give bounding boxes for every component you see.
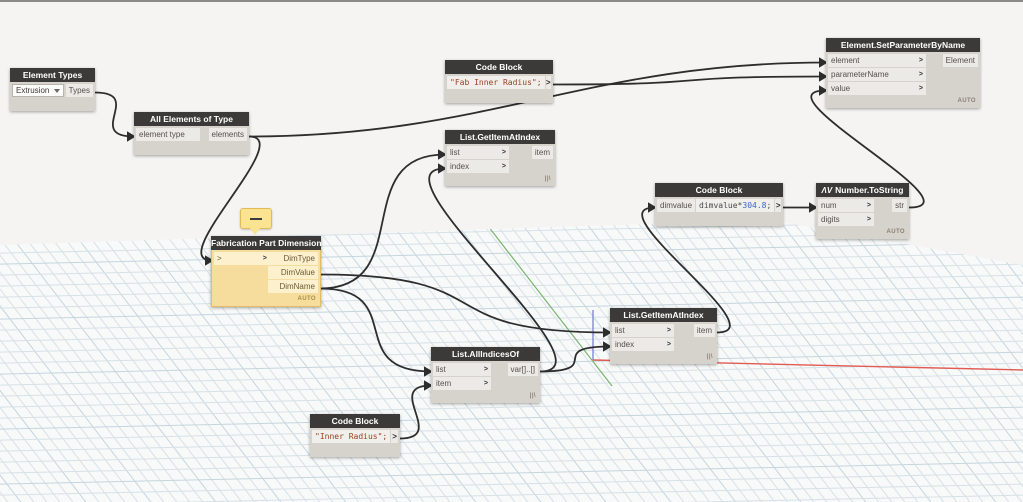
output-port[interactable]: > <box>545 76 551 89</box>
node-list-allindicesof[interactable]: List.AllIndicesOf list > var[]..[] item … <box>431 347 540 403</box>
wire[interactable] <box>200 135 261 266</box>
warning-bubble-tail <box>249 227 261 235</box>
input-port-num[interactable]: num > <box>818 199 874 212</box>
lacing-label[interactable]: AUTO <box>957 98 976 104</box>
warning-bubble[interactable] <box>240 208 272 229</box>
node-title: List.GetItemAtIndex <box>445 130 555 144</box>
node-title: Fabrication Part Dimensions <box>211 236 321 250</box>
code-block-text[interactable]: "Fab Inner Radius"; <box>447 76 545 89</box>
input-port-index[interactable]: index > <box>612 338 674 351</box>
lacing-label[interactable]: AUTO <box>297 296 316 302</box>
node-title: All Elements of Type <box>134 112 249 126</box>
input-port-parametername[interactable]: parameterName > <box>828 68 926 81</box>
port-chevron-icon: > <box>918 71 923 78</box>
node-title: Code Block <box>655 183 783 197</box>
node-title: Element Types <box>10 68 95 82</box>
input-port-list[interactable]: list > <box>433 363 491 376</box>
node-element-setparameterbyname[interactable]: Element.SetParameterByName element > Ele… <box>826 38 980 108</box>
output-port-dimtype[interactable]: DimType <box>269 252 318 265</box>
wire[interactable] <box>810 85 925 209</box>
lacing-icon[interactable]: ||\ <box>706 354 713 360</box>
output-port-element[interactable]: Element <box>942 54 978 67</box>
node-code-block-dimvalue[interactable]: Code Block dimvalue dimvalue*304.8; > <box>655 183 783 226</box>
port-chevron-icon: > <box>666 327 671 334</box>
wire[interactable] <box>94 91 136 142</box>
output-port-item[interactable]: item <box>693 324 715 337</box>
node-body-spacer <box>657 213 781 224</box>
input-port-list[interactable]: list > <box>447 146 509 159</box>
port-chevron-icon: > <box>866 216 871 223</box>
node-body-spacer <box>136 142 247 153</box>
output-port-types[interactable]: Types <box>65 84 93 97</box>
node-title: List.GetItemAtIndex <box>610 308 717 322</box>
lacing-icon[interactable]: ||\ <box>544 176 551 182</box>
node-element-types[interactable]: Element Types Extrusion Types <box>10 68 95 111</box>
port-chevron-icon: > <box>866 202 871 209</box>
output-port-dimname[interactable]: DimName <box>268 280 318 293</box>
node-list-getitematindex-1[interactable]: List.GetItemAtIndex list > item index > … <box>445 130 555 186</box>
port-chevron-icon: > <box>501 149 506 156</box>
node-body-spacer <box>12 98 93 109</box>
output-port-elements[interactable]: elements <box>208 128 247 141</box>
package-icon: ΛV <box>821 186 833 195</box>
input-port-dimvalue[interactable]: dimvalue <box>657 199 696 212</box>
port-chevron-icon: > <box>501 163 506 170</box>
node-body-spacer <box>312 444 398 455</box>
wire[interactable] <box>399 380 433 440</box>
lacing-icon[interactable]: ||\ <box>529 393 536 399</box>
wire[interactable] <box>319 287 433 377</box>
node-list-getitematindex-2[interactable]: List.GetItemAtIndex list > item index > … <box>610 308 717 364</box>
output-port-dimvalue[interactable]: DimValue <box>268 266 318 279</box>
port-chevron-icon: > <box>666 341 671 348</box>
node-title: List.AllIndicesOf <box>431 347 540 361</box>
wire[interactable] <box>552 71 828 86</box>
wire[interactable] <box>641 202 731 334</box>
output-port[interactable]: > <box>391 430 398 443</box>
node-fabrication-part-dimensions[interactable]: Fabrication Part Dimensions > > DimType … <box>211 236 321 307</box>
input-port-element-type[interactable]: element type <box>136 128 200 141</box>
node-title: Element.SetParameterByName <box>826 38 980 52</box>
port-chevron-icon: > <box>262 255 267 262</box>
code-block-text[interactable]: dimvalue*304.8; <box>696 199 775 212</box>
input-port-value[interactable]: value > <box>828 82 926 95</box>
node-title: Code Block <box>445 60 553 74</box>
wire[interactable] <box>319 273 612 338</box>
wire[interactable] <box>428 163 557 373</box>
lacing-label[interactable]: AUTO <box>886 229 905 235</box>
port-chevron-icon: > <box>483 366 488 373</box>
node-code-block-fab-inner-radius[interactable]: Code Block "Fab Inner Radius"; > <box>445 60 553 103</box>
wire[interactable] <box>319 149 447 290</box>
input-port-list[interactable]: list > <box>612 324 674 337</box>
type-dropdown[interactable]: Extrusion <box>12 84 64 97</box>
output-port-var[interactable]: var[]..[] <box>507 363 538 376</box>
output-port-str[interactable]: str <box>892 199 907 212</box>
minus-icon <box>250 217 262 220</box>
node-body-spacer <box>447 90 551 101</box>
port-chevron-icon: > <box>918 85 923 92</box>
output-port-item[interactable]: item <box>531 146 553 159</box>
input-port-digits[interactable]: digits > <box>818 213 874 226</box>
input-port-index[interactable]: index > <box>447 160 509 173</box>
node-code-block-inner-radius[interactable]: Code Block "Inner Radius"; > <box>310 414 400 457</box>
port-chevron-icon: > <box>918 57 923 64</box>
chevron-down-icon <box>53 88 60 93</box>
input-port-item[interactable]: item > <box>433 377 491 390</box>
port-chevron-icon: > <box>483 380 488 387</box>
output-port[interactable]: > <box>775 199 781 212</box>
node-all-elements-of-type[interactable]: All Elements of Type element type elemen… <box>134 112 249 155</box>
node-title: Code Block <box>310 414 400 428</box>
input-port-element[interactable]: element > <box>828 54 926 67</box>
code-block-text[interactable]: "Inner Radius"; <box>312 430 391 443</box>
wire[interactable] <box>539 341 612 373</box>
input-port[interactable]: > > <box>214 252 270 265</box>
